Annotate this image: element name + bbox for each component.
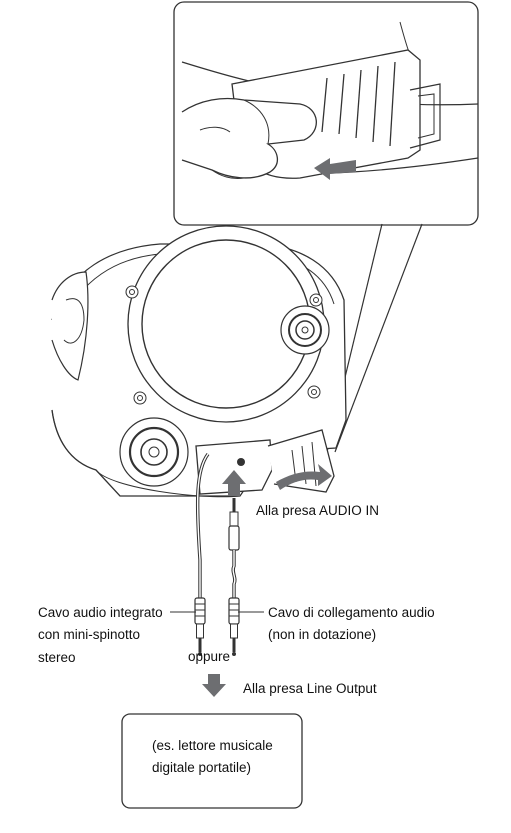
left-arrow-icon <box>314 158 356 180</box>
unit-grip <box>51 271 89 381</box>
left-tweeter <box>119 417 189 487</box>
screw-icon <box>125 285 323 405</box>
inset-hand <box>181 97 317 179</box>
inset-view <box>173 1 479 453</box>
oppure-label: oppure <box>188 649 230 664</box>
up-arrow-icon <box>222 470 246 496</box>
curved-arrow-icon <box>276 464 332 490</box>
connection-cable-label-1: Cavo di collegamento audio <box>268 605 435 620</box>
inset-cover-ribs <box>321 61 396 147</box>
builtin-cable-label-1: Cavo audio integrato <box>38 605 163 620</box>
main-unit <box>51 225 347 498</box>
device-box-line-2: digitale portatile) <box>152 760 251 775</box>
callout-line-right <box>334 223 423 453</box>
builtin-cable-label-2: con mini-spinotto <box>38 627 140 642</box>
line-output-label: Alla presa Line Output <box>243 681 377 696</box>
audio-in-label: Alla presa AUDIO IN <box>256 503 379 518</box>
builtin-cable-label-3: stereo <box>38 650 76 665</box>
device-box-line-1: (es. lettore musicale <box>152 738 273 753</box>
connection-cable <box>228 498 240 656</box>
down-arrow-icon <box>202 674 226 697</box>
device-box <box>121 713 303 809</box>
builtin-cable <box>194 452 210 656</box>
audio-in-jack <box>237 458 245 466</box>
connection-cable-label-2: (non in dotazione) <box>268 627 376 642</box>
right-tweeter <box>280 305 330 355</box>
